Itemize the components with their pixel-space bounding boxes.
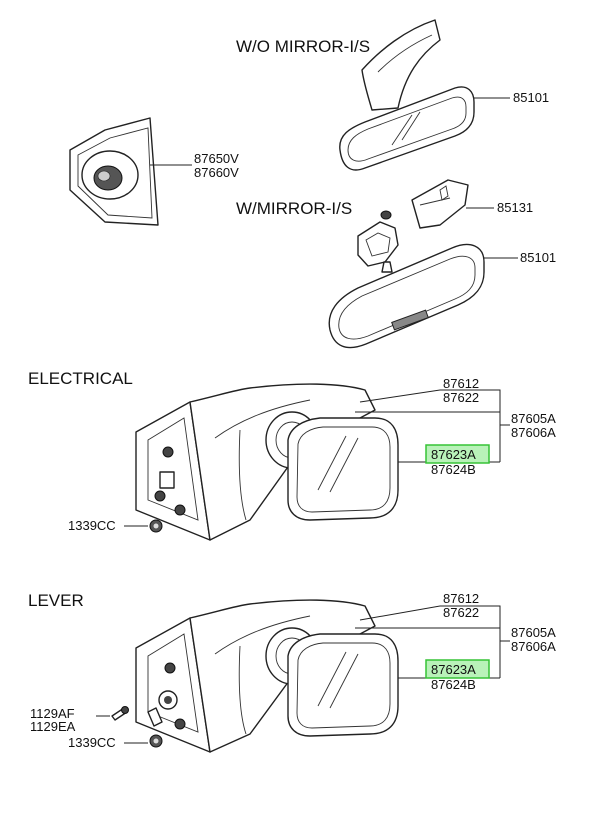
inside-mirror-without-is-illustration [339,19,475,171]
label-85101-without-is: 85101 [513,90,549,105]
label-87606a-lever: 87606A [511,639,556,654]
label-1339cc-lever: 1339CC [68,735,116,750]
label-1129ea: 1129EA [30,719,76,734]
electrical-mirror-assembly-illustration [135,383,399,541]
label-87623a-lever[interactable]: 87623A [431,662,476,677]
label-87612-electrical: 87612 [443,376,479,391]
lever-mirror-assembly-illustration [135,599,399,753]
heading-with-mirror-is: W/MIRROR-I/S [236,199,352,218]
label-87622-electrical: 87622 [443,390,479,405]
label-87606a-electrical: 87606A [511,425,556,440]
bolt-1339cc-electrical [149,519,163,533]
leader-line-87612-lever [359,605,501,678]
highlight-87623a-electrical [425,444,490,464]
label-1129af: 1129AF [30,706,75,721]
heading-electrical: ELECTRICAL [28,369,133,388]
inside-mirror-with-is-illustration [328,210,485,349]
corner-cover-illustration [69,117,159,226]
heading-lever: LEVER [28,591,84,610]
label-85101-with-is: 85101 [520,250,556,265]
label-87624b-electrical: 87624B [431,462,476,477]
highlight-87623a-lever [425,659,490,679]
label-87605a-lever: 87605A [511,625,556,640]
heading-without-mirror-is: W/O MIRROR-I/S [236,37,370,56]
bolt-1339cc-lever [149,734,163,748]
label-87624b-lever: 87624B [431,677,476,692]
label-87612-lever: 87612 [443,591,479,606]
leader-line-87612-electrical [359,389,501,462]
label-87605a-electrical: 87605A [511,411,556,426]
label-1339cc-electrical: 1339CC [68,518,116,533]
mirror-cover-illustration [411,179,469,229]
label-87622-lever: 87622 [443,605,479,620]
label-87623a-electrical[interactable]: 87623A [431,447,476,462]
label-87650v: 87650V [194,151,239,166]
label-85131: 85131 [497,200,533,215]
label-87660v: 87660V [194,165,239,180]
bolt-1129af [111,706,129,721]
